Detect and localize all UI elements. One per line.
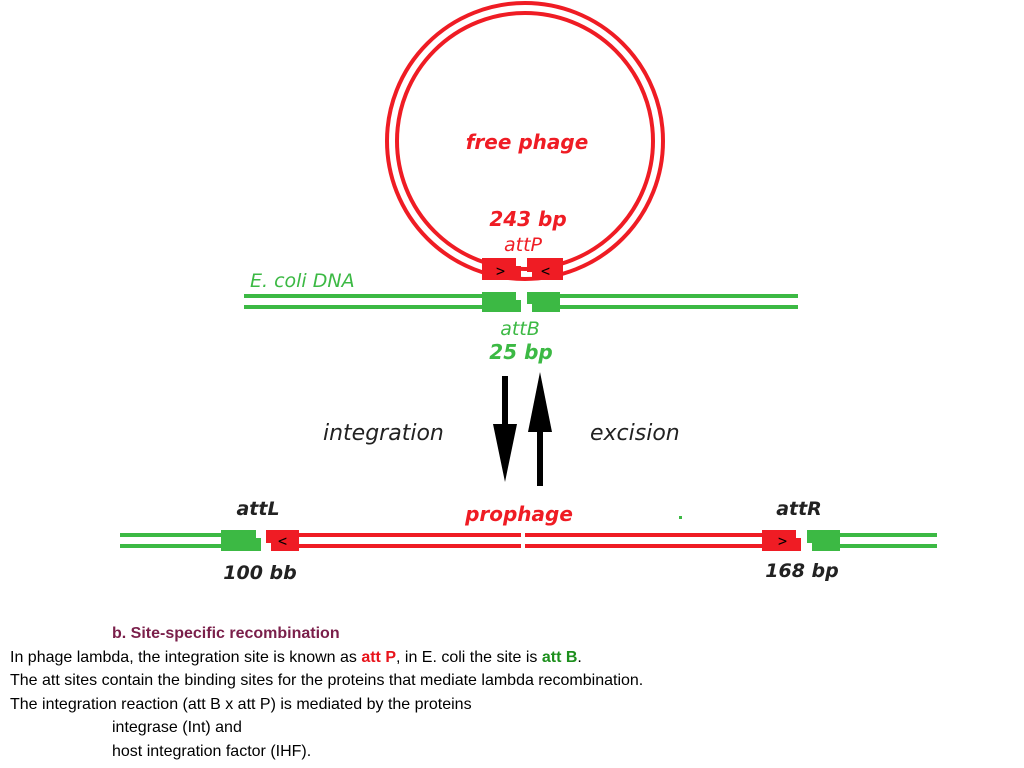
attp-site: > < [482,258,563,280]
attb-size-label: 25 bp [489,340,552,364]
excision-arrow [528,372,552,486]
caption-line-1-mid: , in E. coli the site is [396,648,542,666]
excision-label: excision [590,421,680,446]
bacterial-dna-right [840,533,937,548]
attr-site: > [762,530,840,551]
bacterial-dna-left [120,533,222,548]
free-phage-label: free phage [466,130,589,154]
stray-dot [679,516,682,519]
prophage-strand [298,533,762,548]
attl-mark: < [278,532,287,550]
free-phage-circle [385,1,665,281]
caption-line-3: The integration reaction (att B x att P)… [10,695,472,713]
attp-size-label: 243 bp [489,207,566,231]
caption-line-1-pre: In phage lambda, the integration site is… [10,648,362,666]
attp-right-mark: < [541,262,550,280]
attb-label: attB [500,318,540,340]
integration-arrow [493,376,517,482]
attr-label: attR [776,498,822,520]
attl-label: attL [236,498,279,520]
attr-size-label: 168 bp [765,560,838,582]
caption-line-1: In phage lambda, the integration site is… [10,646,1010,670]
caption: b. Site-specific recombination In phage … [10,622,1010,764]
ecoli-dna-label: E. coli DNA [250,270,355,292]
caption-line-4: integrase (Int) and [112,719,242,737]
attp-left-mark: > [496,262,505,280]
attl-size-label: 100 bb [223,562,296,584]
caption-line-2: The att sites contain the binding sites … [10,672,644,690]
attl-site: < [221,530,299,551]
ecoli-dna-strand [244,294,798,309]
caption-line-5: host integration factor (IHF). [112,742,312,760]
attp-label: attP [504,234,543,256]
caption-line-1-post: . [577,648,582,666]
caption-attp-highlight: att P [361,648,396,666]
recombination-diagram: > < free phage 243 bp attP E. coli DNA a… [120,1,937,584]
prophage-label: prophage [464,502,573,526]
caption-heading: b. Site-specific recombination [112,625,340,642]
integration-label: integration [323,421,444,446]
attr-mark: > [778,532,787,550]
attb-site [482,292,560,312]
caption-attb-highlight: att B [541,648,578,666]
